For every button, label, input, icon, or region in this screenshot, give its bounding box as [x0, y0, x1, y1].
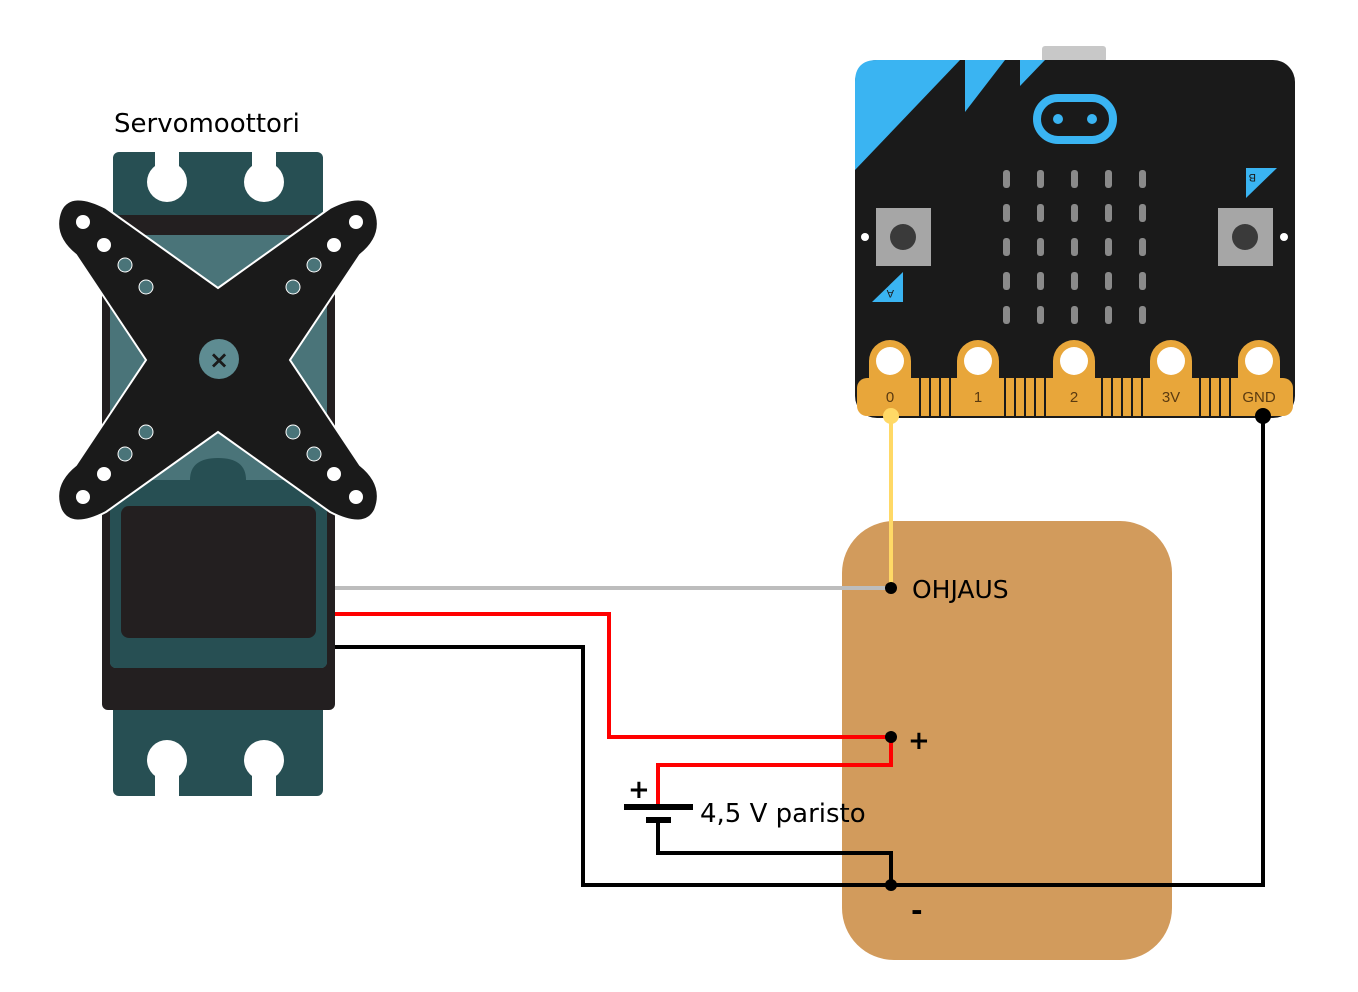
battery-label: 4,5 V paristo [700, 799, 866, 829]
control-label: OHJAUS [912, 575, 1009, 604]
button-a[interactable]: A [872, 208, 931, 302]
svg-text:×: × [209, 346, 229, 374]
servo-label: Servomoottori [114, 109, 300, 139]
positive-label: + [908, 726, 930, 756]
pin-gnd-label: GND [1242, 389, 1276, 406]
servo-positive-wire [335, 612, 891, 739]
pin-1-label: 1 [974, 389, 982, 406]
battery-symbol [624, 804, 693, 823]
button-b[interactable]: B [1218, 168, 1277, 266]
negative-terminal [885, 879, 897, 891]
control-terminal [885, 582, 897, 594]
svg-text:B: B [1249, 171, 1256, 183]
driver-board [842, 521, 1172, 960]
battery-positive-wire [656, 737, 893, 805]
svg-text:A: A [886, 287, 894, 299]
servo-motor: × [57, 150, 379, 798]
positive-terminal [885, 731, 897, 743]
servo-ground-wire [335, 416, 1265, 887]
pin-0-label: 0 [886, 389, 894, 406]
led-matrix [1003, 170, 1146, 324]
servo-horn: × [57, 198, 379, 522]
gnd-pin-junction [1255, 408, 1271, 424]
pin-2-label: 2 [1070, 389, 1078, 406]
pin-3v-label: 3V [1162, 389, 1180, 406]
microbit-board: A B 0 1 2 3V GND [855, 46, 1295, 418]
pin0-junction [883, 408, 899, 424]
battery-plus-label: + [628, 775, 650, 805]
negative-label: - [911, 894, 923, 927]
battery-negative-wire [656, 822, 893, 885]
edge-connector: 0 1 2 3V GND [857, 340, 1293, 416]
